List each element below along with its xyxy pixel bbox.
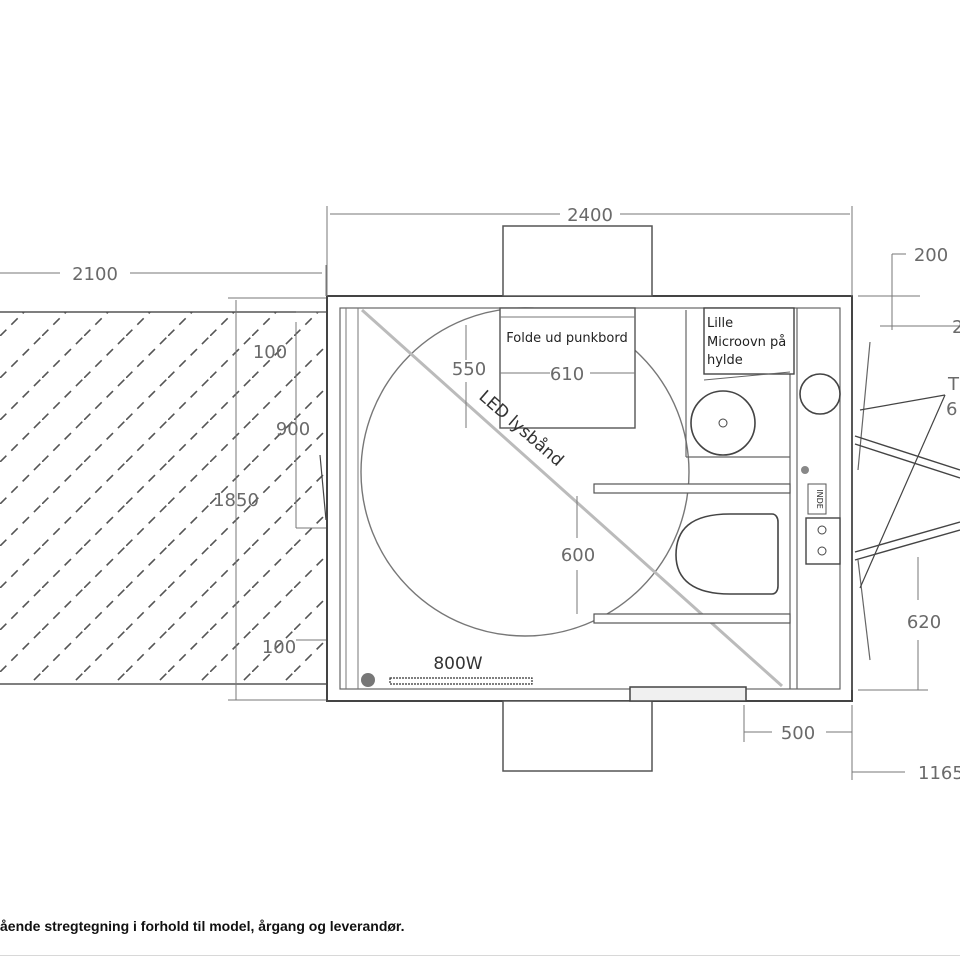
- label-microwave-3: hylde: [707, 353, 743, 368]
- dim-top-right-cut: 2: [952, 317, 960, 338]
- windows: [502, 225, 747, 772]
- label-heater: 800W: [433, 654, 482, 674]
- dim-600: 600: [561, 545, 595, 566]
- dim-500: 500: [781, 723, 815, 744]
- toilet-area: [593, 483, 791, 624]
- bottom-divider: [0, 955, 960, 956]
- dim-100-top: 100: [253, 342, 287, 363]
- label-bench: Folde ud punkbord: [506, 331, 627, 346]
- dim-620: 620: [907, 612, 941, 633]
- heater-strip: [361, 673, 533, 687]
- dim-1850: 1850: [213, 490, 259, 511]
- dim-900: 900: [276, 419, 310, 440]
- label-right-partial-2: 6: [946, 399, 957, 420]
- dim-1165: 1165: [918, 763, 960, 784]
- dim-2400: 2400: [567, 205, 613, 226]
- right-door-lines: [319, 340, 960, 690]
- panel-label: INDE: [815, 489, 824, 509]
- sink: [685, 310, 790, 458]
- label-microwave-2: Microovn på: [707, 335, 786, 350]
- dim-550: 550: [452, 359, 486, 380]
- dim-200: 200: [914, 245, 948, 266]
- microwave-shelf: [703, 307, 795, 381]
- dim-610: 610: [550, 364, 584, 385]
- fold-out-bench: [499, 307, 636, 429]
- electrical-panel: INDE: [801, 466, 841, 565]
- water-heater: [799, 373, 841, 415]
- dim-2100: 2100: [72, 264, 118, 285]
- label-microwave-1: Lille: [707, 316, 733, 331]
- dim-100-bottom: 100: [262, 637, 296, 658]
- label-right-partial-1: T: [947, 374, 960, 395]
- caption-text: ående stregtegning i forhold til model, …: [0, 918, 405, 934]
- dimension-lines: [0, 206, 960, 780]
